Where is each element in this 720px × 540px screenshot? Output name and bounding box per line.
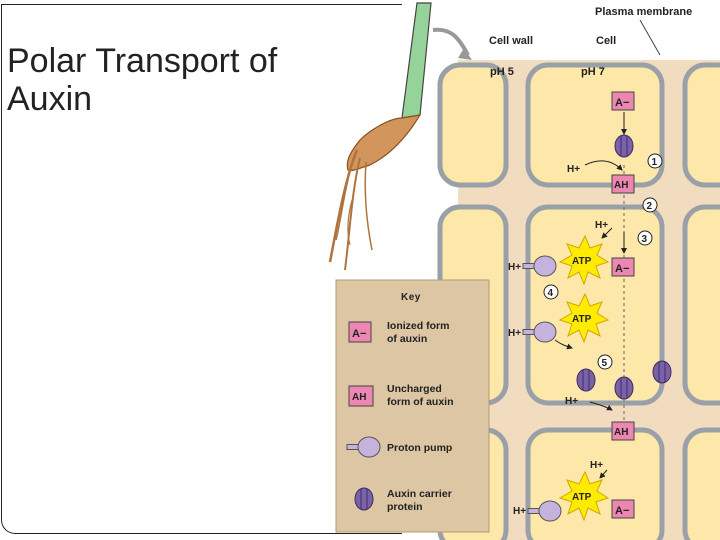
svg-text:H+: H+: [508, 262, 521, 273]
svg-text:AH: AH: [352, 392, 366, 403]
atp-label-3: ATP: [572, 492, 592, 503]
cell-wall-label: Cell wall: [489, 35, 533, 47]
slide-frame: [1, 4, 402, 534]
ionized-auxin-box-3: [611, 499, 635, 519]
svg-text:2: 2: [647, 201, 653, 212]
svg-text:H+: H+: [595, 220, 608, 231]
key-ionized-swatch: [348, 321, 372, 343]
svg-text:3: 3: [642, 234, 648, 245]
key-carrier-icon: [354, 487, 374, 511]
key-uncharged-swatch: [348, 385, 374, 407]
key-ionized-line1: Ionized form: [387, 320, 449, 332]
ionized-auxin-label: A−: [615, 97, 629, 109]
atp-label-1: ATP: [572, 256, 592, 267]
uncharged-auxin-label: AH: [614, 180, 628, 191]
svg-text:H+: H+: [513, 506, 526, 517]
key-ionized-line2: of auxin: [387, 333, 427, 345]
key-heading: Key: [401, 292, 421, 303]
key-uncharged-line1: Uncharged: [387, 383, 442, 395]
svg-text:H+: H+: [565, 396, 578, 407]
plasma-membrane-label: Plasma membrane: [595, 6, 692, 18]
atp-star-1: [558, 234, 610, 286]
slide-title: Polar Transport of Auxin: [7, 42, 278, 118]
proton-label: H+: [567, 164, 580, 175]
step-5-badge: [597, 354, 613, 370]
ph-cell-label: pH 7: [581, 66, 605, 78]
key-panel: Key A− Ionized form of auxin AH Uncharge…: [335, 279, 490, 533]
step-3-badge: [637, 230, 653, 246]
auxin-carrier-icon-2: [576, 368, 596, 392]
ionized-auxin-box-2: [611, 257, 635, 277]
key-proton-pump-label: Proton pump: [387, 442, 452, 454]
seedling-illustration: [328, 2, 472, 271]
atp-label-2: ATP: [572, 314, 592, 325]
cell-label: Cell: [596, 35, 616, 47]
key-carrier-line1: Auxin carrier: [387, 488, 452, 500]
svg-text:H+: H+: [590, 460, 603, 471]
key-uncharged-line2: form of auxin: [387, 396, 454, 408]
step-1-badge: [647, 153, 663, 169]
svg-text:H+: H+: [508, 328, 521, 339]
svg-text:A−: A−: [352, 328, 366, 340]
step-4-badge: [543, 284, 559, 300]
atp-star-2: [558, 292, 610, 344]
ionized-auxin-box: [611, 91, 635, 111]
ph-wall-label: pH 5: [490, 66, 514, 78]
cell-top: [525, 62, 665, 188]
uncharged-auxin-box-2: [611, 421, 635, 441]
svg-text:5: 5: [602, 358, 608, 369]
auxin-carrier-icon-3: [614, 376, 634, 400]
step-2-badge: [642, 197, 658, 213]
svg-text:4: 4: [548, 288, 554, 299]
svg-text:AH: AH: [614, 427, 628, 438]
auxin-carrier-icon: [614, 134, 634, 158]
svg-text:A−: A−: [615, 505, 629, 517]
svg-text:A−: A−: [615, 263, 629, 275]
uncharged-auxin-box: [611, 174, 635, 194]
svg-text:1: 1: [652, 157, 658, 168]
atp-star-3: [558, 470, 610, 522]
auxin-carrier-icon-4: [652, 360, 672, 384]
key-carrier-line2: protein: [387, 501, 423, 513]
